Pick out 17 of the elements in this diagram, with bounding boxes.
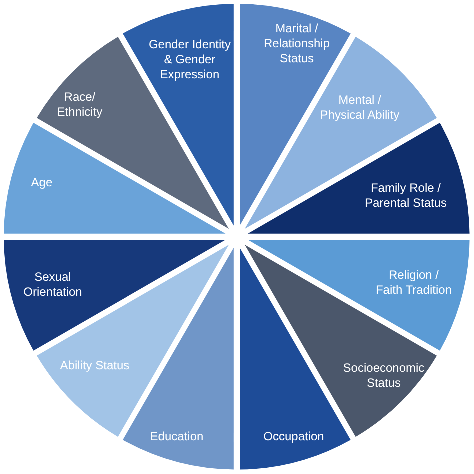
- segment-label: Race/ Ethnicity: [56, 90, 104, 120]
- segment-label: Gender Identity & Gender Expression: [148, 37, 232, 82]
- segment-label: Age: [30, 175, 54, 190]
- wheel-segment: [248, 123, 470, 234]
- segment-label: Religion / Faith Tradition: [374, 268, 453, 298]
- segment-label: Education: [149, 429, 205, 444]
- wheel-segment: [4, 123, 226, 234]
- segment-label: Sexual Orientation: [22, 270, 84, 300]
- wheel-segment: [248, 240, 470, 351]
- wheel-segment: [4, 240, 226, 351]
- segment-label: Ability Status: [59, 358, 131, 374]
- segment-label: Mental / Physical Ability: [319, 92, 401, 123]
- segment-label: Occupation: [262, 429, 326, 444]
- segment-label: Family Role / Parental Status: [364, 180, 448, 211]
- segment-label: Marital / Relationship Status: [262, 21, 332, 66]
- segment-label: Socioeconomic Status: [342, 360, 426, 391]
- wheel-segment: [123, 4, 234, 226]
